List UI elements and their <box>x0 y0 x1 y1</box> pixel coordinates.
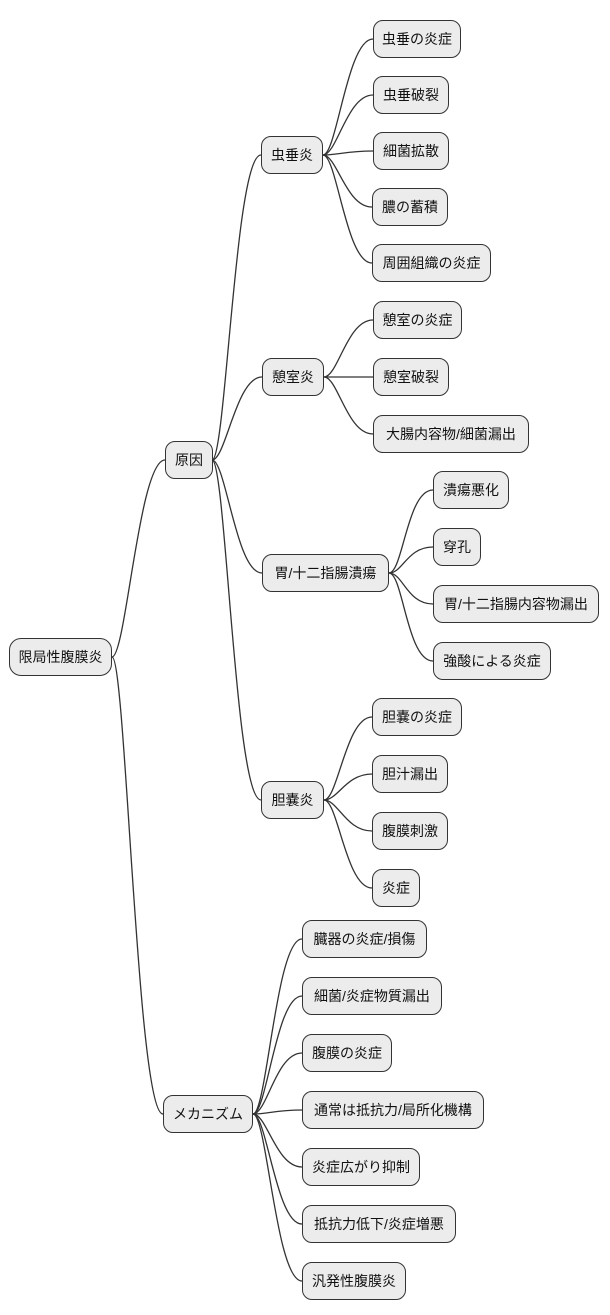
edge-ulcer-3 <box>388 572 434 605</box>
edge-ulcer-1 <box>388 489 434 574</box>
node-label: 穿孔 <box>443 539 471 555</box>
node-label: 強酸による炎症 <box>443 653 541 669</box>
node-pus-accumulation: 膿の蓄積 <box>372 188 448 226</box>
node-bacteria-inflammatory-leak: 細菌/炎症物質漏出 <box>302 977 442 1015</box>
edge-appendicitis-4 <box>322 154 373 208</box>
node-label: 炎症広がり抑制 <box>312 1159 410 1175</box>
node-organ-inflammation-damage: 臓器の炎症/損傷 <box>302 920 427 958</box>
node-label: 大腸内容物/細菌漏出 <box>386 426 516 442</box>
edge-causes-appendicitis <box>211 154 262 461</box>
node-appendicitis: 虫垂炎 <box>261 136 323 174</box>
edge-causes-cholecystitis <box>211 459 262 801</box>
edge-cholecystitis-1 <box>323 716 373 801</box>
node-label: 憩室破裂 <box>383 369 439 385</box>
edge-cholecystitis-3 <box>323 799 373 832</box>
node-perforation: 穿孔 <box>433 528 481 566</box>
node-resistance-localization: 通常は抵抗力/局所化機構 <box>302 1091 484 1129</box>
node-mechanism: メカニズム <box>163 1095 253 1133</box>
node-label: 腹膜の炎症 <box>312 1045 382 1061</box>
node-reduced-resistance-worsening: 抵抗力低下/炎症増悪 <box>302 1205 456 1243</box>
edge-root-causes <box>111 459 166 658</box>
node-label: 胆汁漏出 <box>382 766 438 782</box>
edge-causes-diverticulitis <box>211 376 263 461</box>
node-label: 胃/十二指腸内容物漏出 <box>444 596 588 612</box>
node-peritoneum-irritation: 腹膜刺激 <box>372 812 448 850</box>
node-label: 通常は抵抗力/局所化機構 <box>314 1102 472 1118</box>
node-gallbladder-inflammation: 胆嚢の炎症 <box>372 698 462 736</box>
edge-diverticulitis-3 <box>323 376 374 435</box>
edge-cholecystitis-2 <box>323 773 373 801</box>
node-spread-suppression: 炎症広がり抑制 <box>302 1148 420 1186</box>
edge-mechanism-6 <box>252 1113 303 1225</box>
edge-causes-ulcer <box>211 459 263 574</box>
node-label: 虫垂炎 <box>271 147 313 163</box>
node-bacteria-spread: 細菌拡散 <box>373 132 449 170</box>
node-diverticulum-inflammation: 憩室の炎症 <box>373 301 462 339</box>
node-label: 周囲組織の炎症 <box>382 255 481 271</box>
edge-appendicitis-5 <box>322 154 373 264</box>
node-label: 胆嚢炎 <box>271 792 314 808</box>
node-generalized-peritonitis: 汎発性腹膜炎 <box>302 1262 406 1300</box>
node-label: 細菌/炎症物質漏出 <box>314 988 430 1004</box>
node-acid-inflammation: 強酸による炎症 <box>433 642 551 680</box>
node-appendix-rupture: 虫垂破裂 <box>373 76 449 114</box>
node-gastroduodenal-ulcer: 胃/十二指腸潰瘍 <box>262 554 389 592</box>
edge-ulcer-2 <box>388 546 434 574</box>
node-label: 臓器の炎症/損傷 <box>313 931 416 947</box>
node-root-localized-peritonitis: 限局性腹膜炎 <box>9 638 112 676</box>
node-cholecystitis: 胆嚢炎 <box>261 781 324 819</box>
node-causes: 原因 <box>165 441 213 479</box>
node-bile-leak: 胆汁漏出 <box>372 755 448 793</box>
node-gastroduodenal-contents-leak: 胃/十二指腸内容物漏出 <box>433 585 599 623</box>
edge-mechanism-7 <box>252 1113 303 1282</box>
node-label: 炎症 <box>382 880 410 896</box>
edge-mechanism-5 <box>252 1113 303 1168</box>
edge-mechanism-3 <box>252 1052 303 1115</box>
node-label: 膿の蓄積 <box>382 199 438 215</box>
edge-appendicitis-2 <box>322 94 374 156</box>
node-label: 虫垂の炎症 <box>382 31 452 47</box>
node-label: 限局性腹膜炎 <box>18 649 103 665</box>
node-label: 胃/十二指腸潰瘍 <box>274 565 377 581</box>
edge-ulcer-4 <box>388 572 434 662</box>
node-peritoneum-inflammation: 腹膜の炎症 <box>302 1034 392 1072</box>
node-appendix-inflammation: 虫垂の炎症 <box>373 20 461 58</box>
edge-diverticulitis-1 <box>323 319 374 378</box>
edge-mechanism-1 <box>252 938 303 1115</box>
node-label: 憩室の炎症 <box>382 312 453 328</box>
node-inflammation: 炎症 <box>372 869 420 907</box>
edge-cholecystitis-4 <box>323 799 373 889</box>
node-label: 憩室炎 <box>272 369 314 385</box>
node-diverticulitis: 憩室炎 <box>262 358 324 396</box>
node-label: 潰瘍悪化 <box>443 482 499 498</box>
edge-mechanism-4 <box>252 1109 303 1115</box>
node-label: 虫垂破裂 <box>383 87 439 103</box>
edge-appendicitis-1 <box>322 38 374 156</box>
edge-appendicitis-3 <box>322 150 374 156</box>
node-label: 胆嚢の炎症 <box>382 709 452 725</box>
node-colon-contents-leak: 大腸内容物/細菌漏出 <box>373 415 529 453</box>
node-diverticulum-rupture: 憩室破裂 <box>373 358 449 396</box>
node-label: 細菌拡散 <box>383 143 439 159</box>
node-ulcer-worsening: 潰瘍悪化 <box>433 471 509 509</box>
node-surrounding-tissue-inflammation: 周囲組織の炎症 <box>372 244 491 282</box>
edge-root-mechanism <box>111 656 164 1115</box>
node-label: 抵抗力低下/炎症増悪 <box>314 1216 444 1232</box>
node-label: 腹膜刺激 <box>382 823 438 839</box>
node-label: 汎発性腹膜炎 <box>312 1273 396 1289</box>
node-label: 原因 <box>175 452 203 468</box>
node-label: メカニズム <box>173 1106 243 1122</box>
edge-mechanism-2 <box>252 995 303 1115</box>
